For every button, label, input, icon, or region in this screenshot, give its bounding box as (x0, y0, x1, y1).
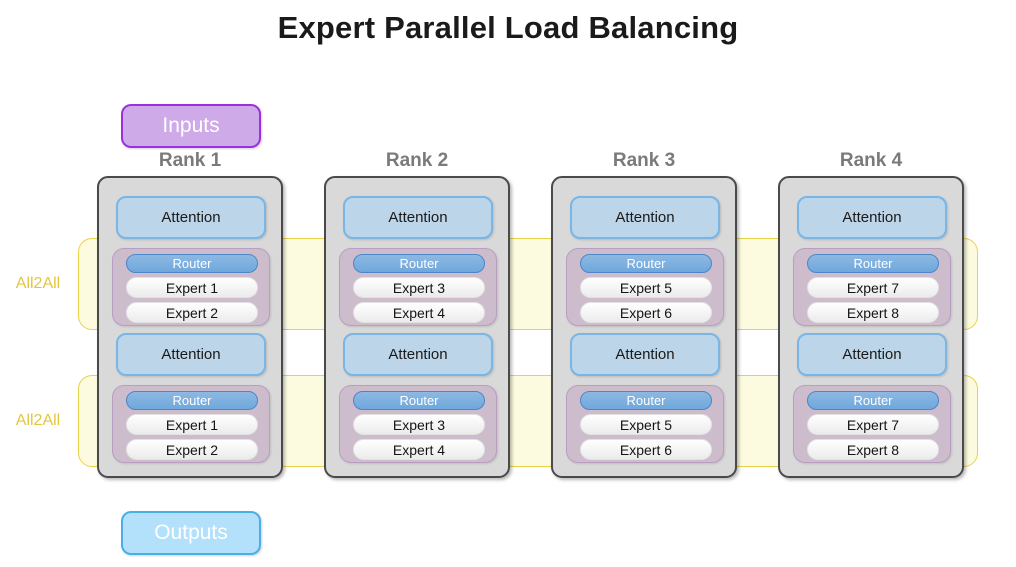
all2all-label-2: All2All (15, 412, 61, 429)
rank-label-1: Rank 1 (158, 150, 222, 171)
expert-block[interactable]: Expert 6 (580, 302, 712, 323)
expert-block[interactable]: Expert 5 (580, 414, 712, 435)
expert-block[interactable]: Expert 7 (807, 414, 939, 435)
rank-column-4[interactable]: Attention Router Expert 7 Expert 8 Atten… (778, 176, 964, 478)
outputs-label: Outputs (154, 521, 228, 544)
expert-block[interactable]: Expert 2 (126, 302, 258, 323)
rank-1-stack: Attention Router Expert 1 Expert 2 Atten… (99, 178, 281, 476)
moe-block[interactable]: Router Expert 5 Expert 6 (566, 385, 724, 463)
expert-block[interactable]: Expert 3 (353, 277, 485, 298)
rank-label-2: Rank 2 (385, 150, 449, 171)
all2all-label-1: All2All (15, 275, 61, 292)
expert-block[interactable]: Expert 4 (353, 302, 485, 323)
router-block[interactable]: Router (807, 254, 939, 273)
moe-block[interactable]: Router Expert 5 Expert 6 (566, 248, 724, 326)
attention-block[interactable]: Attention (116, 333, 266, 376)
router-block[interactable]: Router (353, 254, 485, 273)
inputs-label: Inputs (162, 114, 220, 137)
attention-block[interactable]: Attention (797, 333, 947, 376)
expert-block[interactable]: Expert 6 (580, 439, 712, 460)
moe-block[interactable]: Router Expert 1 Expert 2 (112, 385, 270, 463)
outputs-node[interactable]: Outputs (121, 511, 261, 555)
rank-label-4: Rank 4 (839, 150, 903, 171)
attention-block[interactable]: Attention (116, 196, 266, 239)
moe-block[interactable]: Router Expert 1 Expert 2 (112, 248, 270, 326)
rank-3-stack: Attention Router Expert 5 Expert 6 Atten… (553, 178, 735, 476)
page-title: Expert Parallel Load Balancing (277, 10, 739, 45)
attention-block[interactable]: Attention (570, 196, 720, 239)
expert-block[interactable]: Expert 2 (126, 439, 258, 460)
expert-block[interactable]: Expert 3 (353, 414, 485, 435)
attention-block[interactable]: Attention (343, 333, 493, 376)
rank-label-3: Rank 3 (612, 150, 676, 171)
inputs-node[interactable]: Inputs (121, 104, 261, 148)
expert-block[interactable]: Expert 7 (807, 277, 939, 298)
router-block[interactable]: Router (353, 391, 485, 410)
expert-block[interactable]: Expert 8 (807, 439, 939, 460)
attention-block[interactable]: Attention (570, 333, 720, 376)
expert-block[interactable]: Expert 5 (580, 277, 712, 298)
attention-block[interactable]: Attention (797, 196, 947, 239)
expert-block[interactable]: Expert 4 (353, 439, 485, 460)
router-block[interactable]: Router (580, 391, 712, 410)
rank-column-1[interactable]: Attention Router Expert 1 Expert 2 Atten… (97, 176, 283, 478)
rank-2-stack: Attention Router Expert 3 Expert 4 Atten… (326, 178, 508, 476)
rank-column-2[interactable]: Attention Router Expert 3 Expert 4 Atten… (324, 176, 510, 478)
router-block[interactable]: Router (126, 391, 258, 410)
rank-column-3[interactable]: Attention Router Expert 5 Expert 6 Atten… (551, 176, 737, 478)
expert-block[interactable]: Expert 1 (126, 277, 258, 298)
router-block[interactable]: Router (126, 254, 258, 273)
moe-block[interactable]: Router Expert 7 Expert 8 (793, 248, 951, 326)
moe-block[interactable]: Router Expert 3 Expert 4 (339, 385, 497, 463)
attention-block[interactable]: Attention (343, 196, 493, 239)
expert-block[interactable]: Expert 1 (126, 414, 258, 435)
router-block[interactable]: Router (807, 391, 939, 410)
moe-block[interactable]: Router Expert 7 Expert 8 (793, 385, 951, 463)
router-block[interactable]: Router (580, 254, 712, 273)
moe-block[interactable]: Router Expert 3 Expert 4 (339, 248, 497, 326)
expert-block[interactable]: Expert 8 (807, 302, 939, 323)
rank-4-stack: Attention Router Expert 7 Expert 8 Atten… (780, 178, 962, 476)
